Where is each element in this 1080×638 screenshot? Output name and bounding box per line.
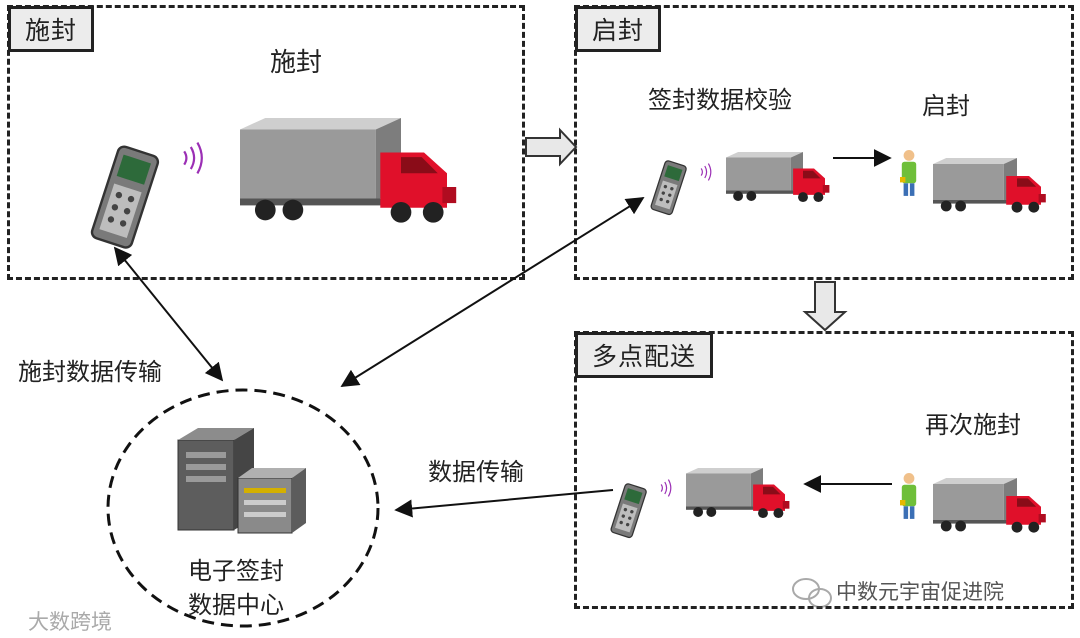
data-center-boundary	[106, 388, 380, 628]
seal-transfer-label: 施封数据传输	[18, 358, 162, 386]
unseal-label: 启封	[922, 92, 970, 120]
wechat-icon	[792, 578, 832, 608]
unseal-truck-verify	[726, 152, 830, 203]
unseal-panel: 启封	[574, 5, 1074, 280]
seal-reader	[89, 143, 161, 251]
unseal-data-link	[340, 197, 645, 387]
watermark-left: 大数跨境	[28, 610, 112, 634]
seal-to-unseal-block-arrow	[525, 127, 578, 167]
delivery-truck-resealed	[933, 478, 1046, 533]
seal-title: 施封	[270, 48, 323, 78]
unseal-truck-opened	[933, 158, 1046, 213]
server-icon	[177, 428, 306, 534]
data-center-line2: 数据中心	[188, 591, 284, 619]
reseal-label: 再次施封	[925, 411, 1021, 439]
delivery-reader	[609, 482, 648, 539]
delivery-truck-sealed	[686, 468, 790, 519]
unseal-signal	[700, 163, 712, 181]
delivery-data-link	[394, 489, 614, 518]
seal-panel-tag: 施封	[8, 6, 95, 52]
unseal-worker	[900, 150, 917, 196]
unseal-to-delivery-block-arrow	[802, 281, 848, 332]
unseal-reader	[649, 159, 688, 216]
delivery-worker	[900, 473, 917, 519]
data-transfer-label: 数据传输	[428, 458, 524, 486]
verify-label: 签封数据校验	[648, 86, 792, 114]
data-center-line1: 电子签封	[188, 557, 284, 585]
watermark-right: 中数元宇宙促进院	[836, 580, 1004, 604]
unseal-panel-tag: 启封	[575, 6, 662, 52]
seal-data-link	[113, 246, 224, 382]
seal-rfid-signal	[183, 141, 203, 175]
seal-truck	[240, 118, 457, 223]
seal-panel: 施封	[7, 5, 525, 280]
delivery-signal	[660, 479, 672, 497]
